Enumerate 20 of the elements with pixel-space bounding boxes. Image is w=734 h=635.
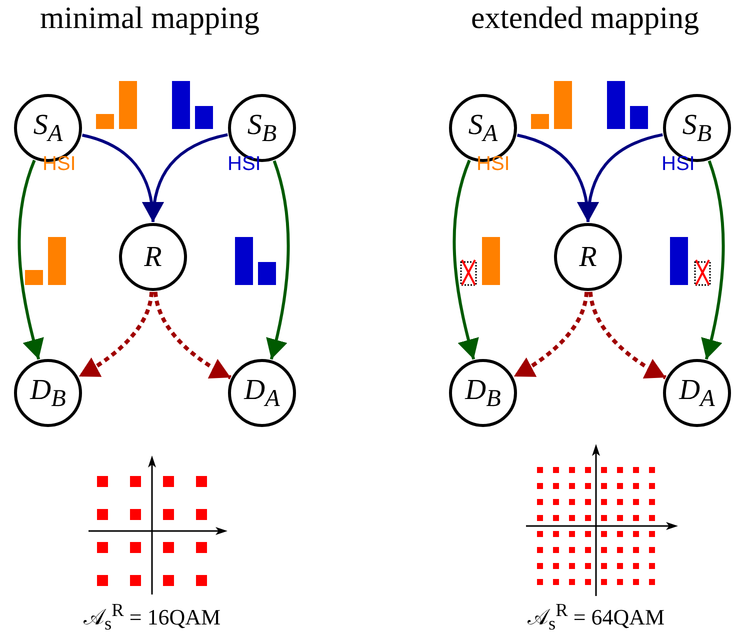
arrow xyxy=(452,160,480,360)
arrow xyxy=(153,292,232,380)
arrow xyxy=(266,160,290,360)
node-circle: D$_{A}$ xyxy=(228,359,296,427)
arrow xyxy=(18,160,44,360)
node-circle: R xyxy=(554,223,622,291)
arrow xyxy=(588,292,667,380)
constellation-caption: 𝒜$_{s}$$^{R}$ = 64QAM xyxy=(528,600,665,635)
constellation-caption: 𝒜$_{s}$$^{R}$ = 16QAM xyxy=(84,600,221,635)
arrow xyxy=(78,292,154,378)
arrow xyxy=(142,133,228,222)
node-circle: D$_{A}$ xyxy=(663,359,731,427)
arrow xyxy=(578,133,663,222)
arrow xyxy=(700,160,725,360)
panel-title: minimal mapping xyxy=(40,0,260,36)
node-circle: R xyxy=(119,223,187,291)
node-circle: D$_{B}$ xyxy=(14,359,82,427)
node-circle: D$_{B}$ xyxy=(449,359,517,427)
arrow xyxy=(512,292,589,378)
panel-title: extended mapping xyxy=(471,0,700,36)
